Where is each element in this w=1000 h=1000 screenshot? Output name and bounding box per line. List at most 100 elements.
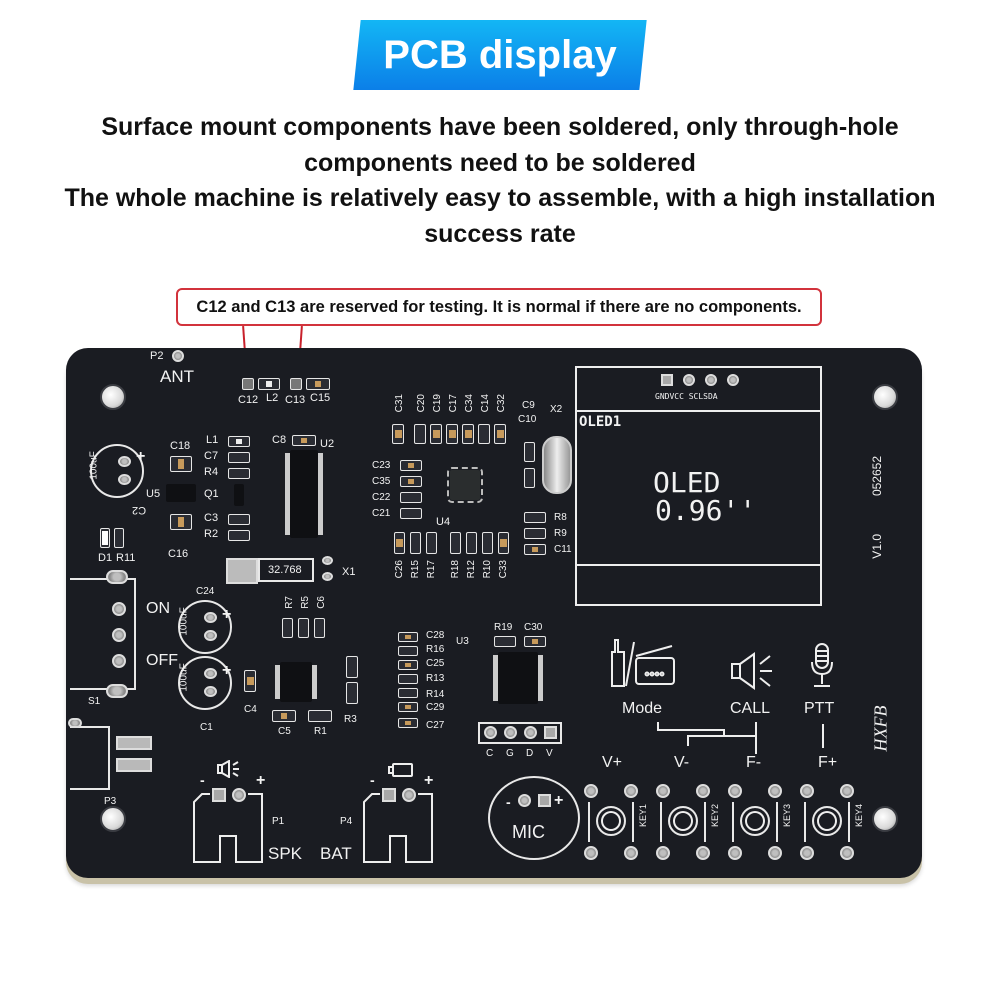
key-id-2: KEY2	[710, 804, 720, 828]
p3-outline	[70, 726, 110, 790]
capacitor-c34	[462, 424, 474, 444]
battery-icon	[388, 762, 414, 778]
capacitor-c26	[394, 532, 405, 554]
resistor-r7	[282, 618, 293, 638]
key-pin	[584, 846, 598, 860]
key-cap-ring	[668, 806, 698, 836]
p3-solder-pad	[116, 758, 152, 772]
switch-pin	[112, 628, 126, 642]
capacitor-pad	[204, 612, 217, 623]
label-r10: R10	[482, 560, 493, 579]
key-pin	[696, 784, 710, 798]
label-r16: R16	[426, 644, 445, 655]
chip-u2	[290, 450, 318, 538]
crystal-x2	[542, 436, 572, 494]
label-c15: C15	[310, 392, 331, 404]
label-c19: C19	[432, 394, 443, 413]
key3-button[interactable]	[728, 784, 786, 860]
label-pin-g: G	[506, 748, 514, 759]
label-u4: U4	[436, 516, 451, 528]
mic-outline	[488, 776, 580, 860]
header-pin-v	[544, 726, 557, 739]
resistor-r10	[482, 532, 493, 554]
label-plus: +	[222, 662, 232, 679]
capacitor-c32	[494, 424, 506, 444]
label-version: V1.0	[870, 534, 884, 559]
label-crystal-value: 32.768	[268, 564, 302, 576]
resistor-r5	[298, 618, 309, 638]
key-pin	[656, 846, 670, 860]
key-pin	[768, 784, 782, 798]
oled-pin-labels: GNDVCC SCLSDA	[655, 392, 718, 401]
label-r5: R5	[300, 596, 311, 609]
key2-button[interactable]	[656, 784, 714, 860]
label-c29: C29	[426, 702, 445, 713]
key-cap-ring	[812, 806, 842, 836]
key-pin	[656, 784, 670, 798]
crystal-pin	[322, 556, 333, 565]
label-r7: R7	[284, 596, 295, 609]
label-spk-minus: -	[200, 772, 205, 788]
description-line: The whole machine is relatively easy to …	[64, 184, 936, 212]
crystal-pin	[322, 572, 333, 581]
pad-c13	[290, 378, 302, 390]
label-off: OFF	[146, 652, 178, 669]
key-pin	[728, 846, 742, 860]
oled-pin-sda	[727, 374, 739, 386]
label-mode: Mode	[622, 700, 663, 717]
key4-button[interactable]	[800, 784, 858, 860]
capacitor-pad	[118, 474, 131, 485]
label-p1: P1	[272, 816, 285, 827]
mic-pin-plus	[538, 794, 551, 807]
switch-s1-outline	[70, 578, 136, 690]
page-title: PCB display	[383, 32, 617, 77]
p4-connector-outline	[362, 792, 434, 864]
label-c5: C5	[278, 726, 291, 737]
capacitor-c29	[398, 702, 418, 712]
oled-footer-divider	[577, 564, 820, 566]
header-pin-d	[524, 726, 537, 739]
resistor-r13	[398, 674, 418, 684]
key-outline	[660, 802, 706, 842]
label-s1: S1	[88, 696, 101, 707]
label-c33: C33	[498, 560, 509, 579]
label-c8: C8	[272, 434, 287, 446]
label-mic: MIC	[512, 822, 545, 842]
label-bat-plus: +	[424, 772, 434, 789]
key-pin	[800, 846, 814, 860]
mic-pin-minus	[518, 794, 531, 807]
oled-text-line2: 0.96''	[655, 494, 757, 527]
label-pin-c: C	[486, 748, 494, 759]
description-line: success rate	[424, 219, 576, 248]
resistor-r8	[524, 512, 546, 523]
label-c14: C14	[480, 394, 491, 413]
label-c17: C17	[448, 394, 459, 413]
callout-text: C12 and C13 are reserved for testing. It…	[196, 297, 802, 316]
label-r13: R13	[426, 673, 445, 684]
switch-pin	[112, 654, 126, 668]
capacitor-c11	[524, 544, 546, 555]
capacitor-c28	[398, 632, 418, 642]
resistor-r2	[228, 530, 250, 541]
resistor-r9	[524, 528, 546, 539]
label-c20: C20	[416, 394, 427, 413]
p1-connector-outline	[192, 792, 264, 864]
label-r17: R17	[426, 560, 437, 579]
key1-button[interactable]	[584, 784, 642, 860]
label-r8: R8	[554, 512, 567, 523]
label-x2: X2	[550, 404, 563, 415]
label-spk-plus: +	[256, 772, 266, 789]
resistor-r19	[494, 636, 516, 647]
label-mic-minus: -	[506, 794, 511, 810]
header-pin-c	[484, 726, 497, 739]
switch-pin	[106, 570, 128, 584]
capacitor-c7	[228, 452, 250, 463]
spk-pin-minus	[212, 788, 226, 802]
capacitor-c8	[292, 435, 316, 446]
label-r9: R9	[554, 528, 567, 539]
switch-pin	[112, 602, 126, 616]
capacitor-c19	[430, 424, 442, 444]
label-bat-minus: -	[370, 772, 375, 788]
label-r1: R1	[314, 726, 327, 737]
crystal-x1-body	[258, 558, 314, 582]
